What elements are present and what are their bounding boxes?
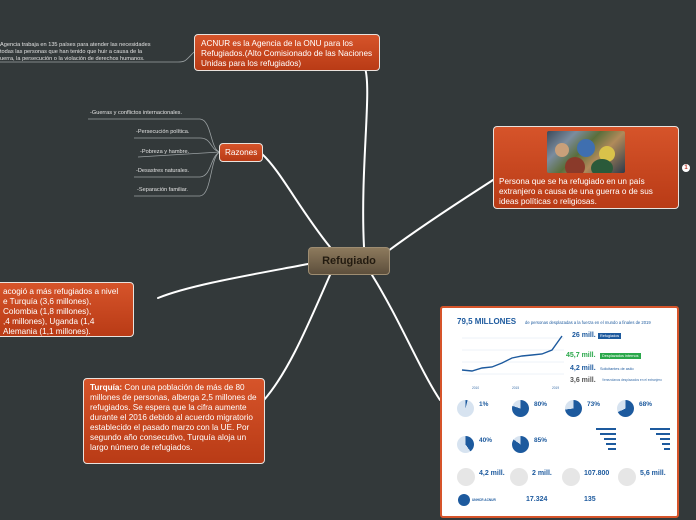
definition-node[interactable]: Persona que se ha refugiado en un país e… [493, 126, 679, 209]
unhcr-logo-icon [458, 494, 470, 506]
central-label: Refugiado [322, 255, 376, 267]
razon-item: -Persecución política. [136, 129, 190, 135]
acogida-node[interactable]: acogió a más refugiados a nivel e Turquí… [0, 282, 134, 337]
acnur-note: Agencia trabaja en 135 países para atend… [0, 42, 151, 63]
stat-refugiados-label: Refugiados [598, 333, 622, 339]
razon-item: -Guerras y conflictos internacionales. [90, 110, 183, 116]
stat-asilo: 4,2 mill. [570, 365, 596, 372]
infographic-title: 79,5 MILLONES [457, 317, 517, 326]
bottom-circle [510, 468, 528, 486]
acnur-text: ACNUR es la Agencia de la ONU para los R… [201, 39, 373, 68]
acogida-line: Colombia (1,8 millones), [3, 307, 92, 316]
stat-venezolanos: 3,6 mill. [570, 377, 596, 384]
infographic-subtitle: de personas desplazadas a la fuerza en e… [525, 320, 651, 325]
pct-value: 1% [479, 401, 489, 408]
acnur-note-line: todas las personas que han tenido que hu… [0, 49, 143, 55]
stat-venezolanos-label: Venezolanos desplazados en el extranjero [602, 378, 662, 382]
razon-item: -Pobreza y hambre. [140, 149, 190, 155]
acnur-note-line: Agencia trabaja en 135 países para atend… [0, 42, 151, 48]
note-marker-icon[interactable]: 1 [682, 164, 690, 172]
bottom-stat: 2 mill. [532, 470, 552, 477]
stat-refugiados: 26 mill. [572, 332, 596, 339]
pct-pie [565, 400, 582, 417]
pct-value: 80% [534, 401, 548, 408]
stat-desplazados: 45,7 mill. [566, 352, 596, 359]
bar-list-left [596, 428, 616, 450]
pct-pie [457, 436, 474, 453]
pct-value: 40% [479, 437, 493, 444]
bottom-circle [457, 468, 475, 486]
razones-label: Razones [225, 148, 258, 157]
bar-list-right [650, 428, 670, 450]
bottom-circle [562, 468, 580, 486]
year-label: 2010 [472, 386, 480, 390]
displacement-trend-chart [461, 335, 564, 375]
razones-node[interactable]: Razones [219, 143, 263, 162]
pct-value: 68% [639, 401, 653, 408]
acogida-line: e Turquía (3,6 millones), [3, 297, 92, 306]
pct-pie [512, 436, 529, 453]
stat-asilo-label: Solicitantes de asilo [598, 366, 636, 372]
stat-desplazados-label: Desplazados internos [600, 353, 641, 359]
razon-item: -Desastres naturales. [136, 168, 190, 174]
pct-pie [617, 400, 634, 417]
central-node-refugiado[interactable]: Refugiado [308, 247, 390, 275]
footer-stat: 135 [584, 496, 596, 503]
turquia-label: Turquía: [90, 383, 123, 392]
acogida-line: acogió a más refugiados a nivel [3, 287, 119, 296]
turquia-node[interactable]: Turquía: Con una población de más de 80 … [83, 378, 265, 464]
turquia-text: Con una población de más de 80 millones … [90, 383, 257, 452]
unhcr-logo-text: UNHCR ACNUR [472, 498, 496, 502]
acogida-line: Alemania (1,1 millones). [3, 327, 91, 336]
year-label: 2015 [512, 386, 520, 390]
year-label: 2019 [552, 386, 560, 390]
acogida-line: ,4 millones), Uganda (1,4 [3, 317, 95, 326]
bottom-circle [618, 468, 636, 486]
pct-value: 85% [534, 437, 548, 444]
bottom-stat: 4,2 mill. [479, 470, 505, 477]
acnur-note-line: uerra, la persecución o la violación de … [0, 56, 145, 62]
pct-pie [457, 400, 474, 417]
bottom-stat: 5,6 mill. [640, 470, 666, 477]
refugees-photo [547, 131, 625, 173]
pct-pie [512, 400, 529, 417]
definition-text: Persona que se ha refugiado en un país e… [499, 177, 653, 206]
razon-item: -Separación familiar. [137, 187, 188, 193]
bottom-stat: 107.800 [584, 470, 610, 477]
acnur-node[interactable]: ACNUR es la Agencia de la ONU para los R… [194, 34, 380, 71]
displacement-infographic[interactable]: 79,5 MILLONES de personas desplazadas a … [440, 306, 679, 518]
footer-stat: 17.324 [526, 496, 548, 503]
pct-value: 73% [587, 401, 601, 408]
